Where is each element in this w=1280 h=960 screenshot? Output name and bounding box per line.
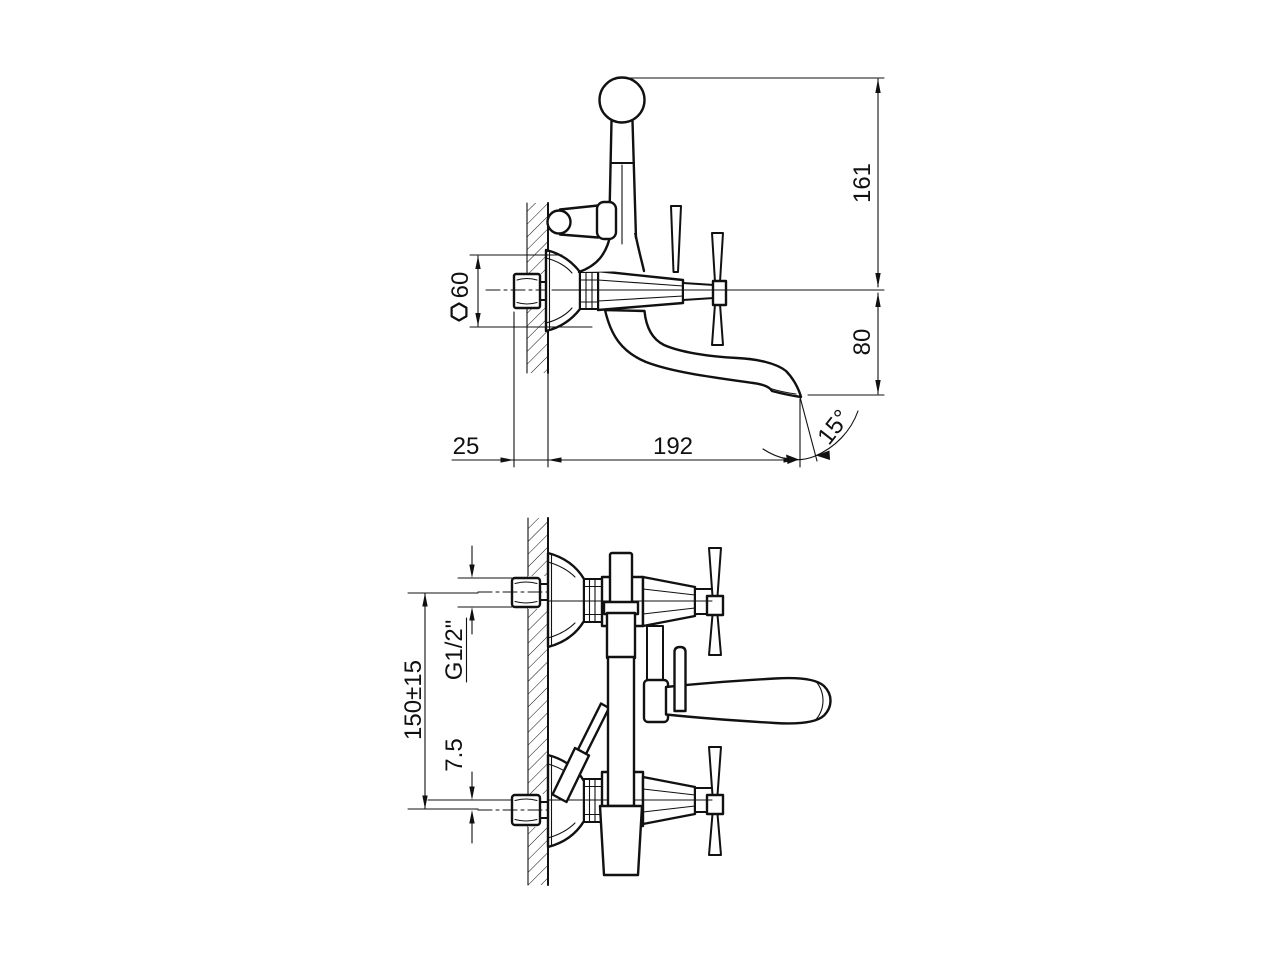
dimension-label-60: 60 [447,272,474,299]
cross-handle-blade [708,813,722,856]
diverter-lever-grip [551,746,591,804]
cross-handle-hub [711,279,728,307]
plan-view [477,517,832,886]
side-view [485,76,803,399]
mixer-lever-knob [673,645,687,713]
spout-neck [646,625,664,683]
spout [603,308,803,399]
cross-handle-blade [711,303,724,346]
spout [664,676,832,725]
dimension-label-161: 161 [849,163,876,203]
cross-handle-hub [705,594,725,617]
handle-stem [682,282,715,301]
diverter-lever-arm [576,702,611,756]
wall-hatch [528,518,548,885]
diverter-lever-hub [595,200,618,241]
cross-handle-blade [711,232,724,283]
dimension-label-15deg: 15° [812,405,856,450]
cross-handle-hub [705,793,725,816]
dimension-label-192: 192 [653,433,693,460]
hex-connector [512,272,542,310]
dimension-label-offset: 7.5 [441,738,468,771]
handshower-holder-cone [598,804,644,877]
diverter-lever-tip [546,209,572,235]
spout-base [642,678,670,724]
dimension-label-25: 25 [453,433,480,460]
handshower-holder [608,551,634,605]
escutcheon-top [546,551,586,649]
cross-handle-blade [708,614,722,656]
dimension-label-80: 80 [849,329,876,356]
rear-handle-blade [670,205,682,273]
hexagon-symbol-icon [450,302,468,322]
plan-view-dimensions: G1/2" 7.5 150±15 [400,545,513,844]
handshower-cradle-ball [598,76,646,124]
angle-arc [762,410,859,461]
spout-outlet-face [766,386,797,395]
dimension-label-thread: G1/2" [441,620,468,681]
dimension-label-centres: 150±15 [400,660,427,740]
side-view-dimensions: 161 80 60 25 192 15° [447,77,885,468]
